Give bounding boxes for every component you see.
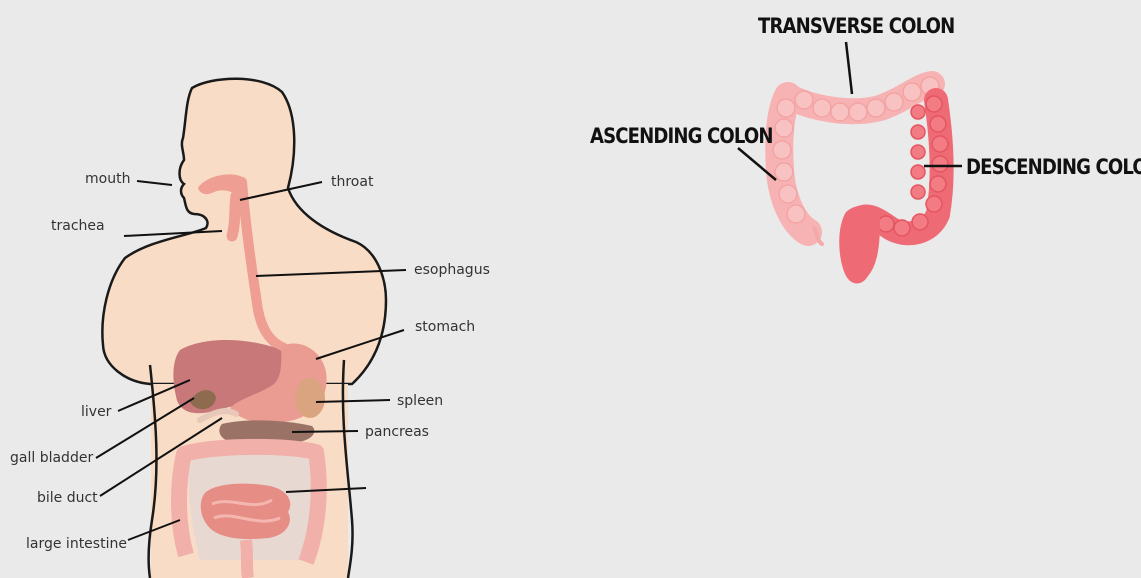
label-bile-duct: bile duct [37,490,98,506]
spleen-shape [295,378,325,418]
rectum-colon-shape [839,206,880,284]
label-liver: liver [81,404,111,420]
transverse-leader [846,42,852,94]
trachea-tube [232,196,236,236]
label-trachea: trachea [51,218,105,234]
label-ascending-colon: ASCENDING COLON [590,124,773,148]
label-throat: throat [331,174,373,190]
label-mouth: mouth [85,171,130,187]
label-stomach: stomach [415,319,475,335]
label-gall-bladder: gall bladder [10,450,93,466]
mouth-leader [137,181,172,185]
label-pancreas: pancreas [365,424,429,440]
label-spleen: spleen [397,393,443,409]
pancreas-leader [292,431,358,432]
rectum-shape [246,540,248,578]
label-esophagus: esophagus [414,262,490,278]
label-descending-colon: DESCENDING COLON [966,155,1141,179]
small-intestine-shape [201,484,291,539]
label-transverse-colon: TRANSVERSE COLON [758,14,954,38]
colon-illustration [773,77,948,284]
label-large-intestine: large intestine [26,536,127,552]
